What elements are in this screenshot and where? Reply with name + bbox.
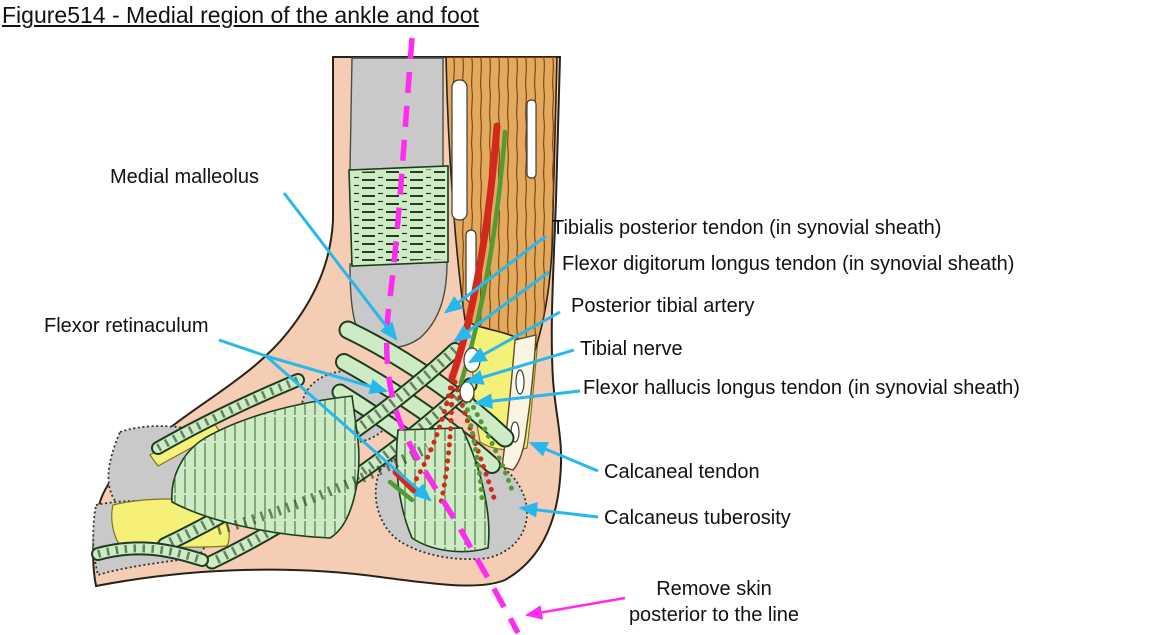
leader-tibial-nerve: [464, 348, 575, 385]
label-tibial-nerve: Tibial nerve: [580, 338, 683, 360]
figure-title: Figure514 - Medial region of the ankle a…: [2, 2, 479, 28]
artery-branch-stub: [392, 468, 418, 494]
label-medial-malleolus: Medial malleolus: [110, 166, 259, 188]
leader-flexor-hallucis: [473, 389, 581, 409]
tendon-streak: [451, 79, 468, 221]
skin-incision-line: [383, 37, 521, 635]
tendon-highlight: [515, 369, 525, 395]
label-remove-skin: Remove skin posterior to the line: [614, 576, 814, 628]
label-flexor-digitorum: Flexor digitorum longus tendon (in synov…: [562, 253, 1015, 275]
leader-tibialis-posterior: [444, 234, 547, 314]
label-calcaneus-tuberosity: Calcaneus tuberosity: [604, 507, 791, 529]
label-flexor-retinaculum: Flexor retinaculum: [44, 315, 209, 337]
nerve-branch-stub: [387, 479, 415, 503]
label-remove-skin-line2: posterior to the line: [628, 604, 800, 626]
label-flexor-hallucis: Flexor hallucis longus tendon (in synovi…: [583, 377, 1020, 399]
leader-calcaneus-tuberosity: [518, 502, 599, 519]
leader-lines: [218, 192, 626, 620]
tibia-shaft: [349, 57, 444, 171]
tendon-streak: [526, 99, 537, 179]
leader-flexor-retinaculum-stem: [218, 338, 267, 358]
label-remove-skin-line1: Remove skin: [656, 578, 772, 600]
label-posterior-tibial-artery: Posterior tibial artery: [571, 295, 755, 317]
leader-flexor-digitorum: [453, 270, 550, 343]
label-calcaneal-tendon: Calcaneal tendon: [604, 461, 760, 483]
leader-flexor-retinaculum-b: [265, 354, 432, 502]
leader-flexor-retinaculum-a: [265, 354, 389, 394]
synovial-sheath-blob: [459, 381, 475, 403]
label-tibialis-posterior: Tibialis posterior tendon (in synovial s…: [552, 217, 942, 239]
posterior-tibial-artery-line: [448, 122, 501, 382]
leader-posterior-tibial-artery: [467, 310, 561, 364]
leader-remove-skin: [524, 596, 626, 620]
leader-medial-malleolus: [282, 192, 398, 341]
leader-calcaneal-tendon: [528, 441, 599, 473]
